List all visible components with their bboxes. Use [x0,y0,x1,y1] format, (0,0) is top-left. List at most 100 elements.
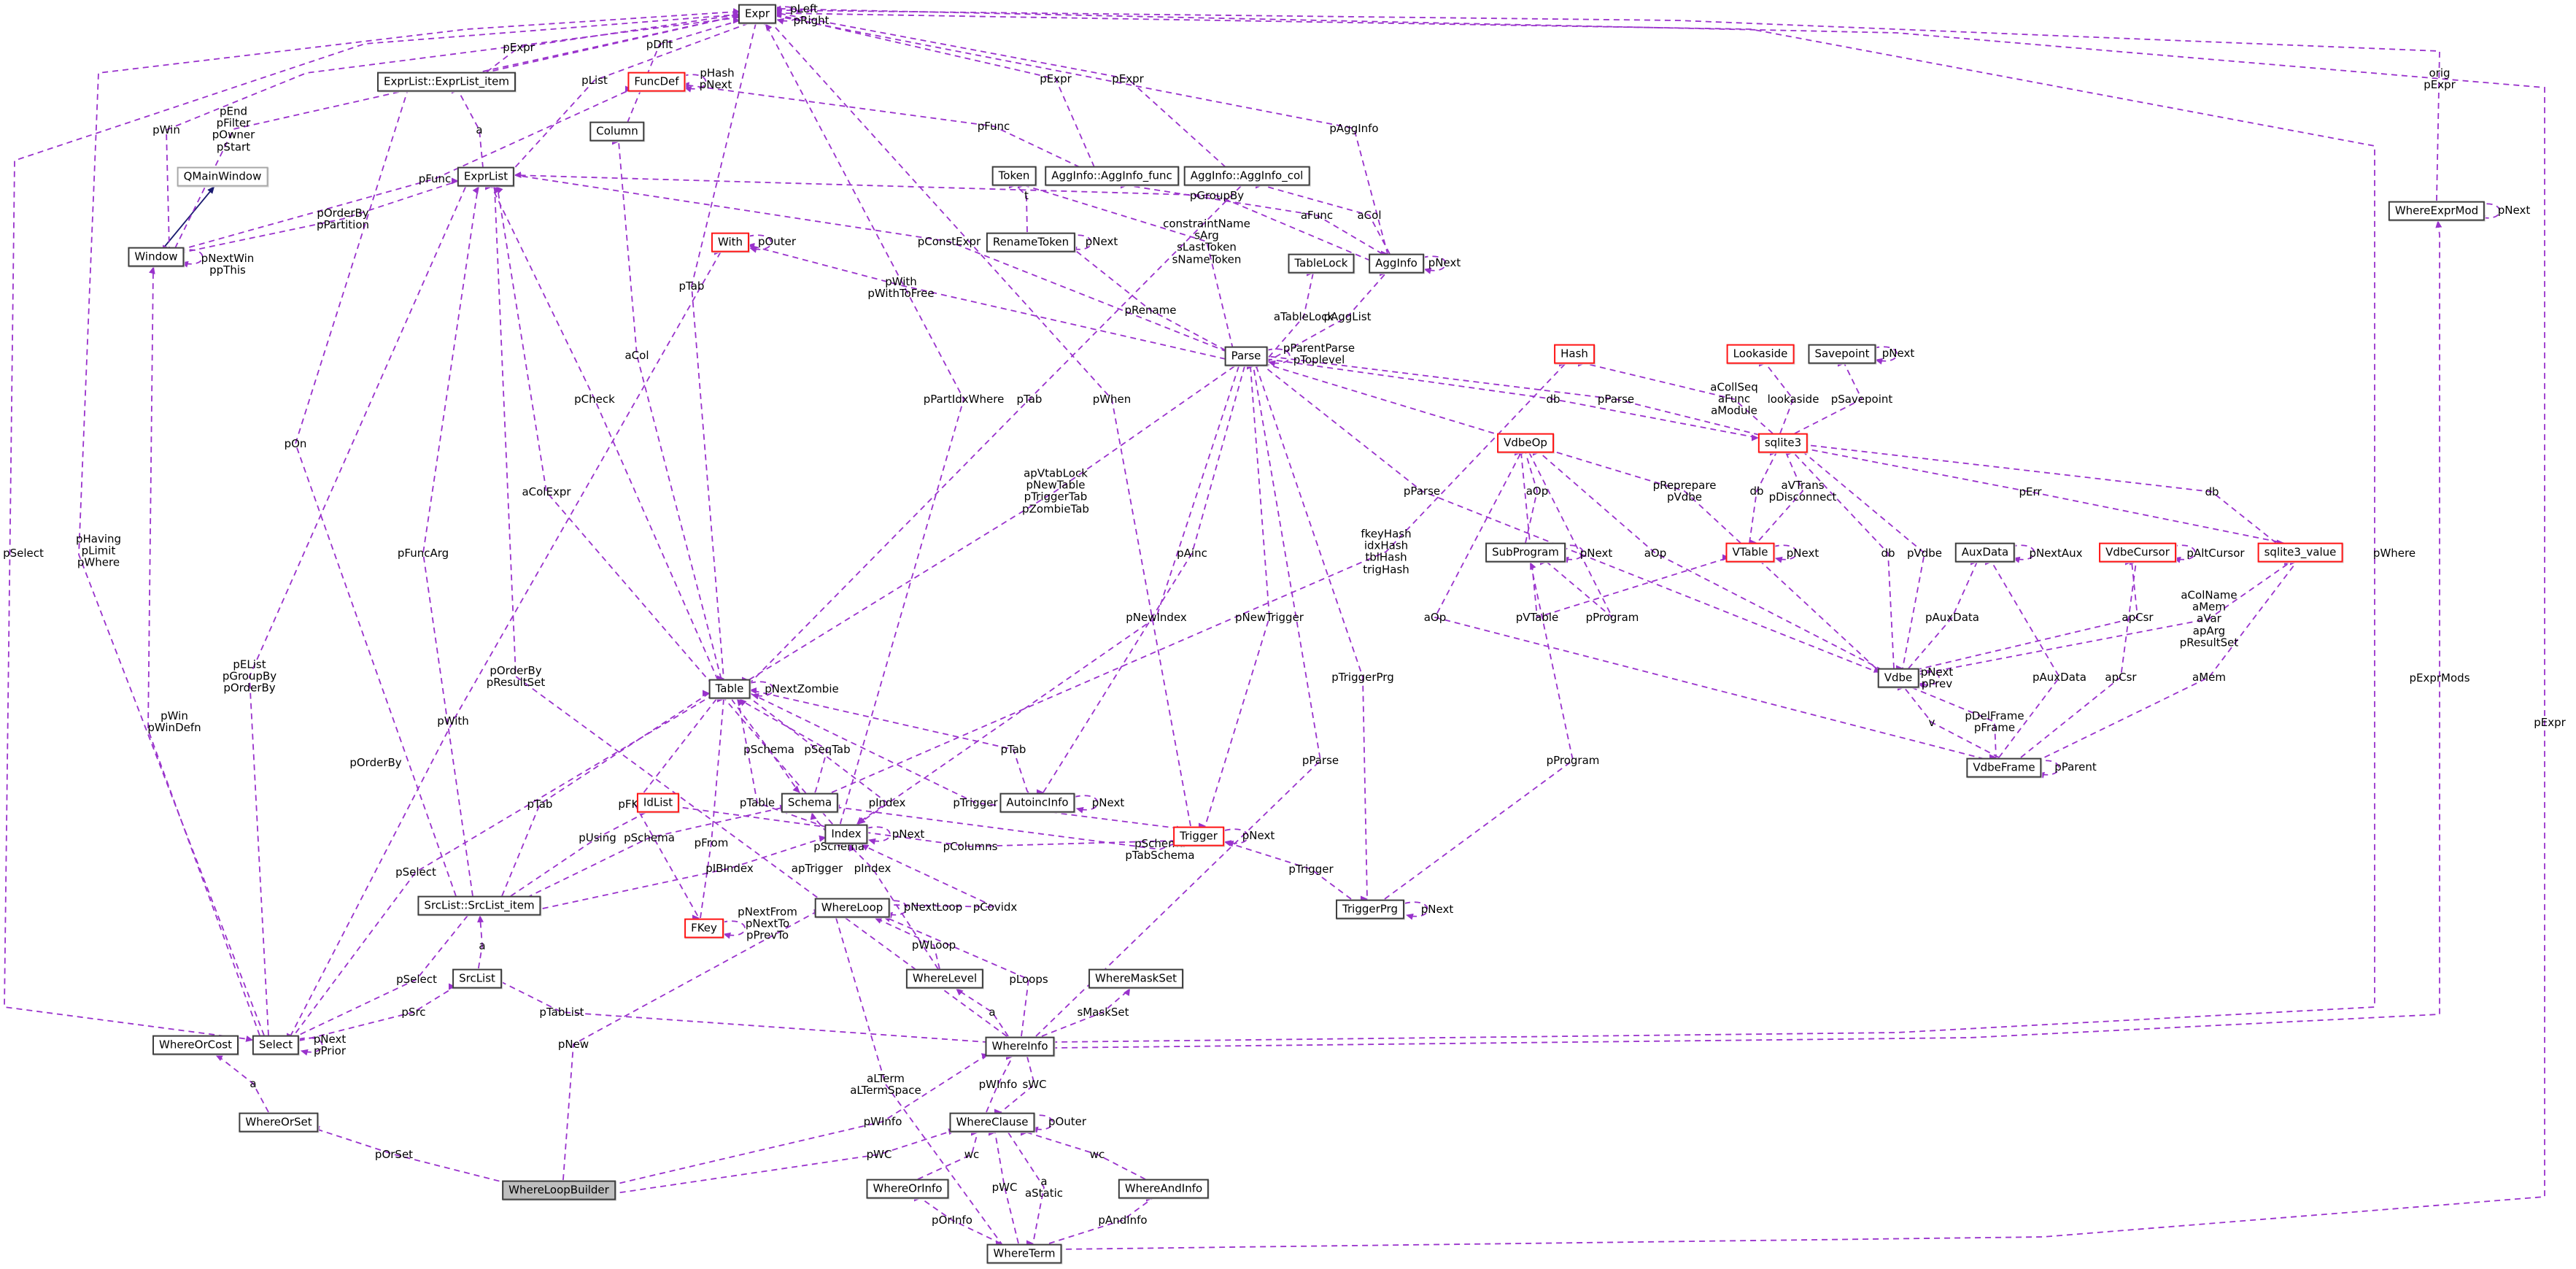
node-vdbeop[interactable]: VdbeOp [1497,433,1554,453]
edge [1559,544,1584,563]
edge [298,1037,323,1056]
edge [514,171,1228,352]
edge-label: aTableLock [1273,309,1334,323]
node-vdbecursor[interactable]: VdbeCursor [2099,542,2176,563]
edge-label: aColName aMem aVar apArg pResultSet [2179,588,2239,649]
node-index[interactable]: Index [824,824,868,844]
node-auxdata[interactable]: AuxData [1954,542,2016,563]
node-lookaside[interactable]: Lookaside [1726,344,1795,364]
edge [770,21,1191,827]
edge-label: aCol [1357,208,1382,222]
node-whereandinfo[interactable]: WhereAndInfo [1118,1179,1210,1199]
edge [1261,272,1315,366]
edge-label: sWC [1022,1077,1047,1091]
node-whereorset[interactable]: WhereOrSet [239,1112,319,1133]
node-exprlist[interactable]: ExprList [457,166,515,187]
edge-label: pHash [700,66,735,80]
node-autoincinfo[interactable]: AutoincInfo [999,792,1075,813]
node-whereclause[interactable]: WhereClause [949,1112,1035,1133]
node-agginfo_func[interactable]: AggInfo::AggInfo_func [1045,166,1179,186]
edge [2035,760,2059,779]
edge [1794,363,1863,434]
node-idlist[interactable]: IdList [636,792,680,813]
node-parse[interactable]: Parse [1224,346,1268,366]
edge [2171,544,2196,563]
node-tablelock[interactable]: TableLock [1288,253,1355,274]
edge-label: pOrderBy pPartition [316,206,370,231]
edge [1539,452,1883,671]
edge [293,694,714,1037]
node-select[interactable]: Select [252,1035,300,1055]
edge-label: aVTrans pDisconnect [1768,478,1837,504]
edge-label: pExpr [503,40,535,54]
node-renametoken[interactable]: RenameToken [986,232,1076,252]
node-vtable[interactable]: VTable [1725,542,1775,563]
edge [848,844,939,970]
node-whereorcost[interactable]: WhereOrCost [152,1035,239,1055]
node-with[interactable]: With [711,232,750,252]
node-whereexprmod[interactable]: WhereExprMod [2388,201,2486,221]
node-hash[interactable]: Hash [1554,344,1595,364]
edge [1584,361,1774,434]
node-column[interactable]: Column [589,121,645,142]
edge [874,917,940,970]
node-savepoint[interactable]: Savepoint [1808,344,1876,364]
edge-label: aMem [2192,670,2226,684]
node-funcdef[interactable]: FuncDef [627,72,686,92]
node-window[interactable]: Window [128,247,185,267]
edge [681,82,1080,168]
node-fkey[interactable]: FKey [684,918,724,938]
edge [609,1053,989,1187]
node-vdbe[interactable]: Vdbe [1877,668,1919,688]
edge-label: pWin [152,123,180,136]
node-srclist_item[interactable]: SrcList::SrcList_item [417,895,541,916]
edge-label: pTrigger [953,795,998,809]
edge-label: a [479,938,486,952]
edge [1915,670,1940,689]
edge-label: pNew [557,1037,589,1051]
node-agginfo_col[interactable]: AggInfo::AggInfo_col [1183,166,1310,186]
node-sqlite3_value[interactable]: sqlite3_value [2257,542,2343,563]
edge [462,11,740,91]
edge [956,988,1009,1037]
edge [1074,795,1099,814]
node-whereloop[interactable]: WhereLoop [814,898,890,918]
node-agginfo[interactable]: AggInfo [1369,253,1424,274]
node-token[interactable]: Token [991,166,1037,186]
edge [1263,363,1881,673]
edge-label: a [476,123,483,136]
node-whereinfo[interactable]: WhereInfo [985,1036,1055,1057]
edge-label: pSchema pTabSchema [1125,836,1195,862]
node-table[interactable]: Table [708,679,751,699]
edge-label: aOp [1423,610,1447,624]
edge [1911,687,2000,758]
node-whereloopbuilder[interactable]: WhereLoopBuilder [502,1180,616,1200]
edge-label: pSelect [396,972,437,986]
node-trigger[interactable]: Trigger [1173,826,1224,846]
node-vdbeframe[interactable]: VdbeFrame [1966,757,2042,778]
edge-label: wc [1089,1147,1105,1161]
node-wheremaskset[interactable]: WhereMaskSet [1088,968,1183,989]
node-subprogram[interactable]: SubProgram [1485,542,1566,563]
edge-label: pDelFrame pFrame [1965,709,2024,734]
edge-label: aLTerm aLTermSpace [850,1071,921,1097]
edge [774,11,1095,168]
node-whereorinfo[interactable]: WhereOrInfo [866,1179,949,1199]
edge-label: pNext [1085,234,1118,248]
edge-label: pNext [1420,902,1454,916]
node-qmainwindow[interactable]: QMainWindow [177,166,268,187]
edge-label: pSavepoint [1830,392,1893,406]
node-wherelevel[interactable]: WhereLevel [905,968,984,989]
node-triggerprg[interactable]: TriggerPrg [1336,899,1404,919]
edge [163,186,215,247]
edge-label: v [1928,715,1935,729]
node-exprlist_item[interactable]: ExprList::ExprList_item [376,72,517,92]
edge-label: pWin pWinDefn [147,709,201,734]
node-srclist[interactable]: SrcList [452,968,502,989]
edge [1749,452,1777,544]
node-sqlite3[interactable]: sqlite3 [1757,433,1809,453]
node-schema[interactable]: Schema [781,792,839,813]
node-expr[interactable]: Expr [738,4,777,24]
node-whereterm[interactable]: WhereTerm [986,1243,1062,1264]
